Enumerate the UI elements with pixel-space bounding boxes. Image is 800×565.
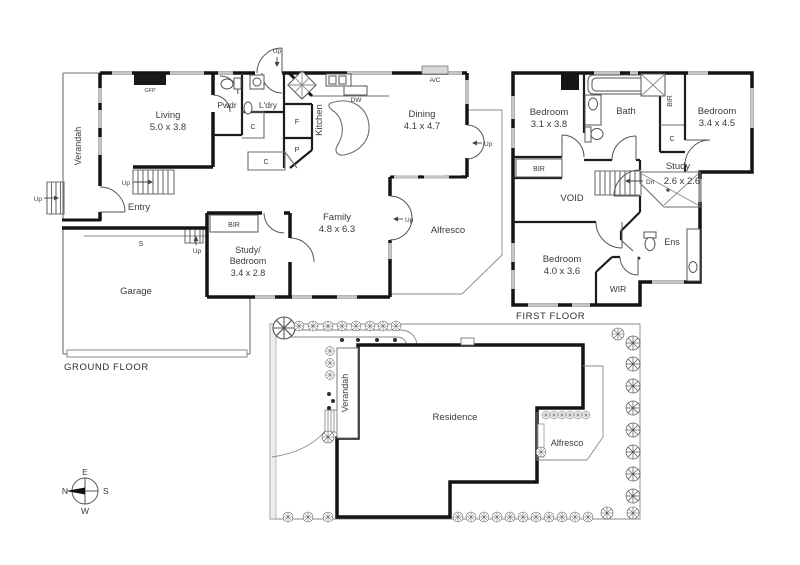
ground-arrows	[44, 57, 482, 245]
washer-icon	[249, 74, 265, 90]
label-verandah-site: Verandah	[340, 374, 350, 413]
label-ens: Ens	[664, 237, 680, 247]
ground-floor-title: GROUND FLOOR	[64, 362, 149, 373]
label-entry: Entry	[128, 202, 150, 213]
ens-vanity-icon	[686, 228, 701, 282]
bath-shower-icon	[640, 73, 666, 97]
label-bedroom3: Bedroom	[543, 254, 582, 265]
label-study-first-dims: 2.6 x 2.6	[664, 176, 700, 187]
first-doors	[561, 134, 711, 276]
label-dn: Dn	[646, 179, 655, 186]
label-void: VOID	[560, 193, 583, 204]
label-bedroom2: Bedroom	[698, 106, 737, 117]
island-bench-icon	[328, 100, 370, 156]
laundry-tub-icon	[243, 101, 253, 115]
label-up-verandah: Up	[34, 196, 43, 203]
label-bedroom1: Bedroom	[530, 107, 569, 118]
label-pantry: P	[294, 145, 299, 154]
compass-w: W	[81, 506, 89, 516]
corner-sink-icon	[287, 70, 317, 100]
label-dw: DW	[351, 97, 363, 104]
compass-s: S	[103, 486, 109, 496]
label-ldry: L'dry	[259, 100, 278, 110]
label-kitchen: Kitchen	[314, 104, 325, 136]
first-floor-title: FIRST FLOOR	[516, 311, 585, 322]
first-floor-plan: Bedroom 3.1 x 3.8 Bath BIR Bedroom 3.4 x…	[511, 71, 754, 322]
fireplace-icon	[134, 74, 166, 85]
ground-floor-plan: Verandah Living 5.0 x 3.8 GFP Pwdr L'dry…	[34, 47, 503, 373]
label-bedroom1-dims: 3.1 x 3.8	[531, 119, 567, 130]
ac-unit-icon	[421, 65, 449, 75]
bath-vanity-icon	[584, 94, 602, 126]
ground-fixtures	[134, 65, 449, 233]
label-residence: Residence	[433, 412, 478, 423]
label-up-dining: Up	[484, 141, 493, 148]
label-bedroom2-dims: 3.4 x 4.5	[699, 118, 735, 129]
bathtub-icon	[587, 74, 654, 95]
ground-doors	[99, 47, 485, 263]
label-dining-dims: 4.1 x 4.7	[404, 121, 440, 132]
label-step-s: S	[139, 241, 144, 248]
label-c-hall: C	[250, 124, 255, 131]
label-bath: Bath	[616, 106, 636, 117]
garden-curve	[271, 430, 326, 458]
label-up-step: Up	[193, 248, 202, 255]
site-plan: Residence Verandah Alfresco	[269, 316, 641, 523]
residence-outline	[335, 343, 585, 519]
label-alfresco-site: Alfresco	[551, 438, 584, 448]
label-study-dims: 3.4 x 2.8	[231, 268, 266, 278]
label-wir: WIR	[610, 284, 627, 294]
label-up-family: Up	[405, 217, 414, 224]
compass-rose: E N S W	[62, 467, 109, 516]
first-fixtures	[584, 73, 701, 282]
site-shrub-dots	[327, 338, 397, 410]
label-study2: Bedroom	[230, 256, 267, 266]
label-family-dims: 4.8 x 6.3	[319, 224, 355, 235]
label-bedroom3-dims: 4.0 x 3.6	[544, 266, 580, 277]
duct-block	[561, 73, 579, 90]
label-study1: Study/	[235, 245, 261, 255]
first-stairs	[594, 170, 642, 196]
site-left-path	[269, 323, 277, 520]
label-dining: Dining	[409, 109, 436, 120]
label-garage: Garage	[120, 286, 152, 297]
site-alfresco-outline	[536, 365, 604, 461]
compass-needle-icon	[66, 487, 85, 495]
site-verandah-outline	[336, 347, 359, 439]
label-family: Family	[323, 212, 351, 223]
site-top-path	[276, 329, 418, 346]
site-letterbox	[460, 337, 475, 346]
bath-toilet-icon	[584, 126, 604, 143]
label-gfp: GFP	[144, 88, 156, 94]
label-fridge: F	[295, 117, 300, 126]
dishwasher-icon	[343, 85, 368, 96]
label-c-bench: C	[263, 159, 268, 166]
compass-n: N	[62, 486, 68, 496]
toilet-icon	[220, 77, 242, 90]
bir-hall-box	[515, 158, 563, 178]
bir-ground-box	[209, 214, 259, 233]
label-up-back: Up	[273, 48, 282, 55]
stove-icon	[325, 73, 352, 87]
ground-windows	[98, 71, 469, 299]
label-ac: A/C	[430, 77, 441, 84]
label-pwdr: Pwdr	[217, 100, 237, 110]
ens-shower-icon	[639, 171, 701, 208]
label-bir-robe: BIR	[667, 95, 674, 107]
label-up-stairs: Up	[122, 180, 131, 187]
label-verandah-ground: Verandah	[73, 127, 83, 166]
label-study-first: Study	[666, 161, 691, 172]
label-bir-ground: BIR	[228, 222, 240, 229]
label-c-first: C	[669, 136, 674, 143]
site-verandah-steps	[324, 409, 338, 433]
ens-toilet-icon	[643, 231, 657, 251]
compass-e: E	[82, 467, 88, 477]
label-living-dims: 5.0 x 3.8	[150, 122, 186, 133]
label-living: Living	[156, 110, 181, 121]
label-alfresco-ground: Alfresco	[431, 225, 465, 236]
label-bir-hall: BIR	[533, 166, 545, 173]
